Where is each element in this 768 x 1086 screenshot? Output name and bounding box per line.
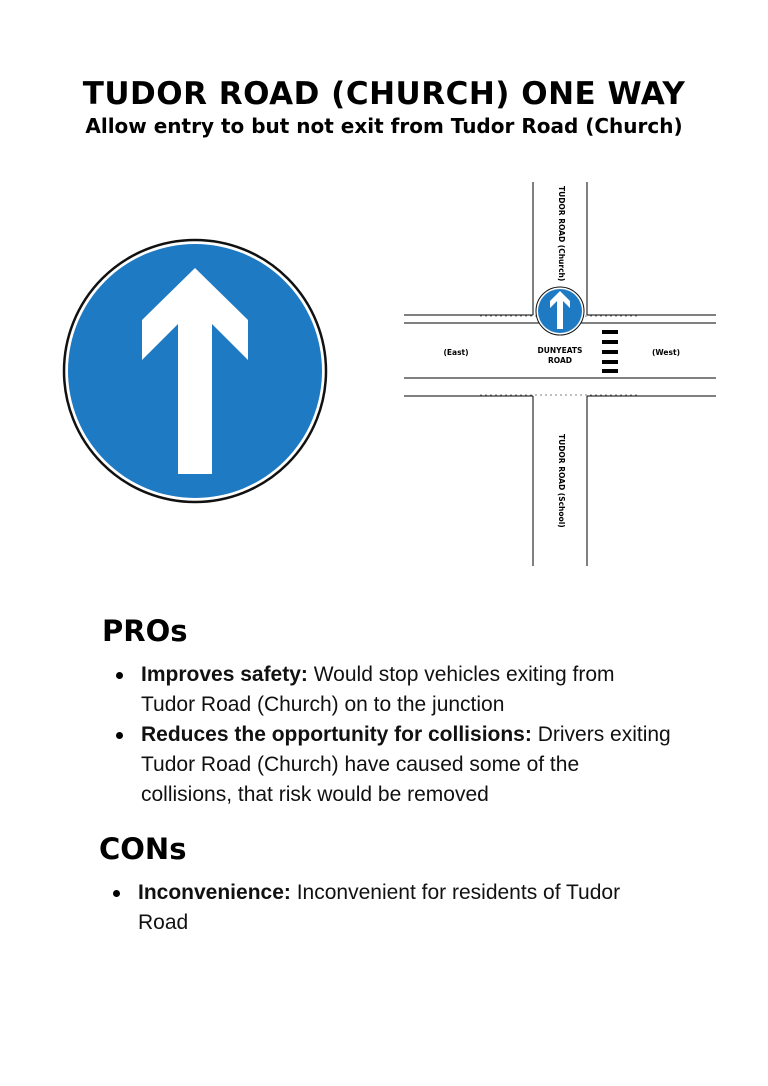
list-item-text: Inconvenient for residents of Tudor Road	[138, 881, 621, 934]
pros-list: Improves safety: Would stop vehicles exi…	[114, 660, 674, 810]
list-item-text: Would stop vehicles exiting from Tudor R…	[141, 663, 615, 716]
north-road-label: TUDOR ROAD (Church)	[557, 186, 566, 281]
page-subtitle: Allow entry to but not exit from Tudor R…	[85, 114, 683, 138]
list-item-label: Improves safety:	[141, 663, 308, 686]
main-road-label: DUNYEATS	[538, 346, 583, 355]
list-item: Improves safety: Would stop vehicles exi…	[114, 660, 621, 720]
list-item: Inconvenience: Inconvenient for resident…	[111, 878, 631, 938]
cons-heading: CONs	[99, 832, 187, 866]
list-item-label: Inconvenience:	[138, 881, 291, 904]
list-item-text: Drivers exiting Tudor Road (Church) have…	[141, 723, 671, 806]
page-title: TUDOR ROAD (CHURCH) ONE WAY	[82, 76, 686, 112]
west-label: (West)	[652, 348, 680, 357]
zebra-crossing	[602, 330, 618, 373]
list-item-label: Reduces the opportunity for collisions:	[141, 723, 532, 746]
main-road-label-2: ROAD	[548, 356, 572, 365]
south-road-label: TUDOR ROAD (School)	[557, 434, 566, 528]
ahead-only-arrow-icon	[62, 238, 328, 504]
cons-list: Inconvenience: Inconvenient for resident…	[111, 878, 631, 938]
small-ahead-only-sign-icon	[535, 286, 585, 336]
junction-map: TUDOR ROAD (Church) TUDOR ROAD (School) …	[404, 182, 716, 566]
pros-heading: PROs	[102, 614, 188, 648]
list-item: Reduces the opportunity for collisions: …	[114, 720, 674, 810]
east-label: (East)	[443, 348, 468, 357]
